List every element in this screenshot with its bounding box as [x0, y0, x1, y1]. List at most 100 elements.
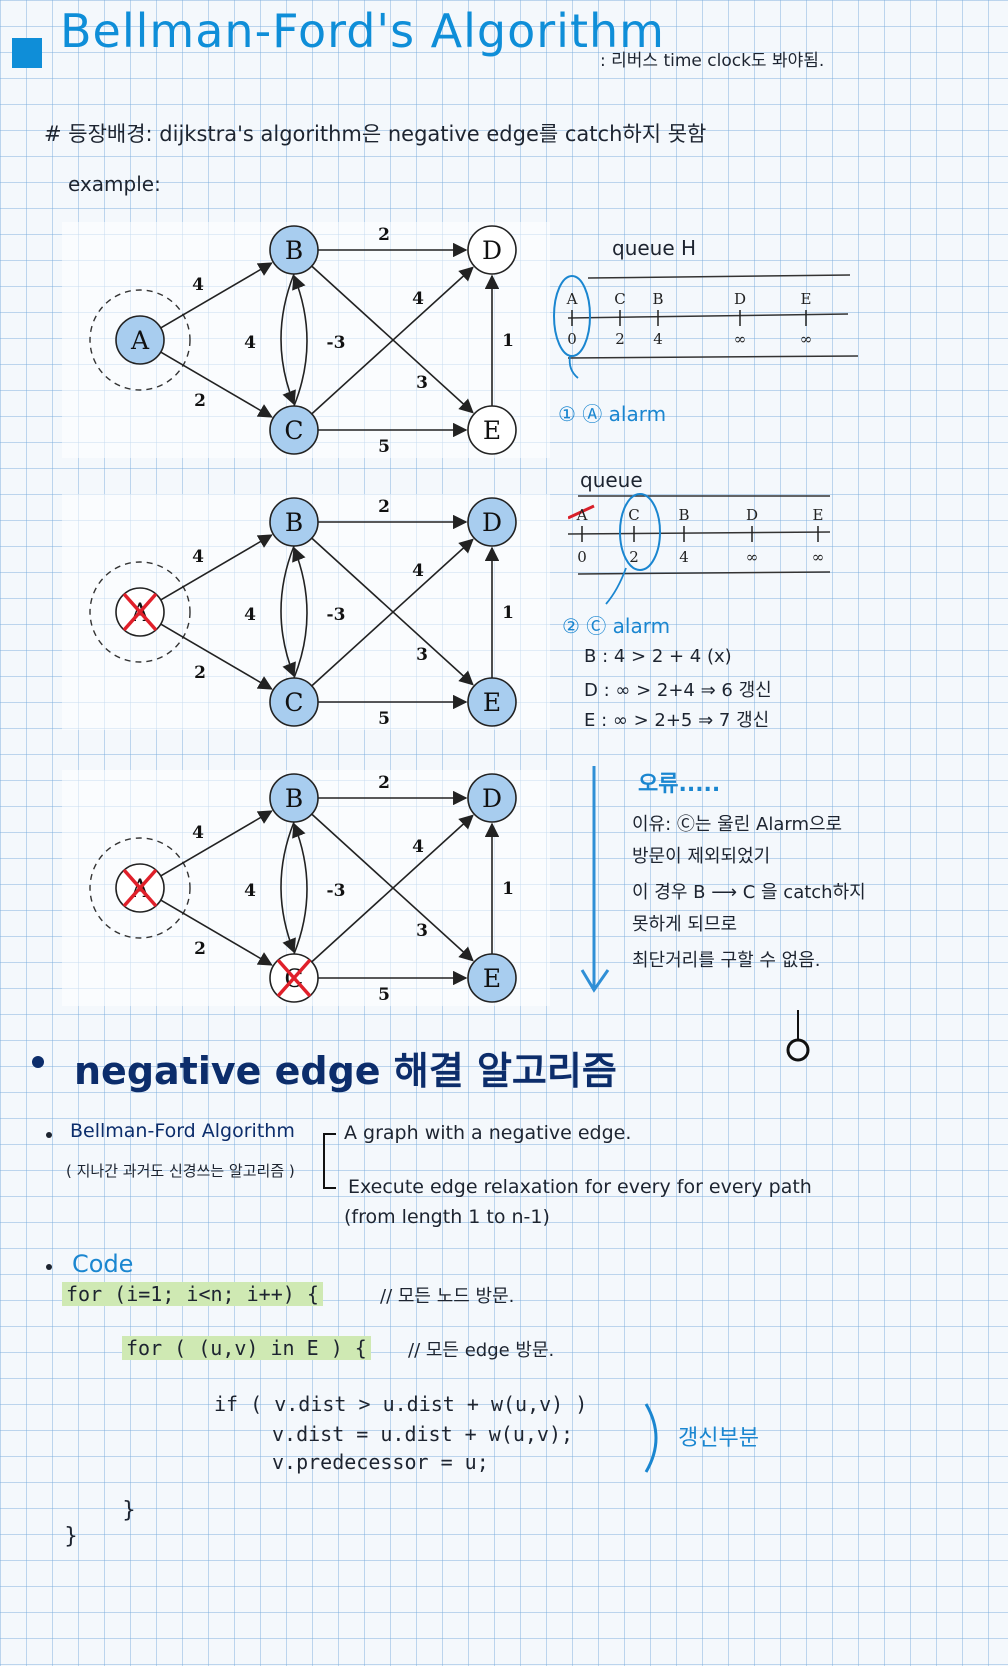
graph-node-C: [269, 677, 319, 727]
error-line-3: 이 경우 B ⟶ C 을 catch하지: [632, 882, 866, 903]
weight-be: 3: [416, 921, 428, 941]
weight-bc: 4: [244, 605, 256, 625]
weight-bd: 2: [378, 497, 390, 517]
graph-edge-CD: [311, 266, 474, 415]
update-bracket: [644, 1403, 658, 1473]
graph-node-B: [269, 497, 319, 547]
page-title: Bellman-Ford's Algorithm: [60, 4, 665, 58]
graph-node-D: [467, 225, 517, 275]
graph-node-B: [269, 225, 319, 275]
graph-edge-AC: [160, 351, 273, 418]
queue-label-B: B: [652, 290, 663, 308]
bf-bracket: [323, 1133, 336, 1189]
graph-node-A: [115, 315, 165, 365]
graph-edge-BE: [311, 537, 474, 686]
weight-ce: 5: [378, 709, 390, 729]
graph-node-label: E: [483, 416, 501, 445]
graph-node-label: B: [285, 236, 303, 265]
graph-edge-BC: [280, 273, 296, 406]
graph-edge-BE: [311, 813, 474, 962]
queue-value: ∞: [734, 330, 747, 348]
queue-label-D: D: [746, 506, 758, 524]
queue2-line-d: D : ∞ > 2+4 ⇒ 6 갱신: [584, 680, 772, 701]
queue-label-B: B: [678, 506, 689, 524]
code-comment-2: // 모든 edge 방문.: [408, 1340, 555, 1361]
queue-label-E: E: [801, 290, 812, 308]
queue-label-C: C: [614, 290, 625, 308]
code-bullet: [46, 1264, 52, 1270]
weight-ab: 4: [192, 275, 204, 295]
weight-ce: 5: [378, 437, 390, 457]
queue-value: 4: [653, 330, 663, 348]
title-square-icon: [12, 38, 42, 68]
queue-value: 0: [567, 330, 577, 348]
dashed-ring: [89, 561, 191, 663]
queue-label-E: E: [813, 506, 824, 524]
queue-label-A: A: [576, 506, 588, 524]
queue2-line-e: E : ∞ > 2+5 ⇒ 7 갱신: [584, 710, 770, 731]
graph-edge-AB: [160, 262, 273, 329]
code-line-3: if ( v.dist > u.dist + w(u,v) ): [214, 1392, 588, 1416]
queue-value: ∞: [812, 548, 825, 566]
dashed-ring: [89, 289, 191, 391]
graph-node-label: D: [482, 784, 502, 813]
queue-value: ∞: [746, 548, 759, 566]
code-line-4: v.dist = u.dist + w(u,v);: [272, 1422, 574, 1446]
weight-cb: -3: [327, 881, 346, 901]
weight-ac: 2: [194, 939, 206, 959]
graph-edge-AB: [160, 810, 273, 877]
error-line-4: 못하게 되므로: [632, 914, 738, 935]
bf-line-1: A graph with a negative edge.: [344, 1122, 632, 1144]
bf-sub: ( 지나간 과거도 신경쓰는 알고리즘 ): [66, 1162, 295, 1180]
weight-cd: 4: [412, 837, 424, 857]
graph-node-label: C: [284, 416, 303, 445]
queue-value: 2: [629, 548, 639, 566]
queue1-step: ① Ⓐ alarm: [558, 402, 667, 426]
graph-node-C: [269, 405, 319, 455]
code-label: Code: [72, 1250, 134, 1278]
code-comment-1: // 모든 노드 방문.: [380, 1286, 515, 1307]
code-line-2: for ( (u,v) in E ) {: [122, 1336, 371, 1360]
graph-edge-BE: [311, 265, 474, 414]
weight-ac: 2: [194, 391, 206, 411]
weight-cd: 4: [412, 561, 424, 581]
error-line-2: 방문이 제외되었기: [632, 846, 771, 867]
graph-node-label: E: [483, 964, 501, 993]
cross-mark: [122, 868, 158, 908]
weight-ed: 1: [502, 603, 514, 623]
weight-bd: 2: [378, 773, 390, 793]
queue-value: ∞: [800, 330, 813, 348]
graph-edge-AC: [160, 623, 273, 690]
graph-node-D: [467, 497, 517, 547]
graph-node-E: [467, 953, 517, 1003]
graph-edge-BC: [280, 821, 296, 954]
weight-be: 3: [416, 645, 428, 665]
example-label: example:: [68, 172, 161, 196]
weight-ab: 4: [192, 823, 204, 843]
graph-edge-AB: [160, 534, 273, 601]
cross-mark: [122, 592, 158, 632]
graph-node-E: [467, 677, 517, 727]
section-bullet: [32, 1056, 44, 1068]
queue1-title: queue H: [612, 236, 697, 260]
graph-node-label: D: [482, 236, 502, 265]
graph-node-label: E: [483, 688, 501, 717]
queue-label-C: C: [628, 506, 639, 524]
queue2-step: ② Ⓒ alarm: [562, 614, 671, 638]
queue-value: 0: [577, 548, 587, 566]
intro-line: # 등장배경: dijkstra's algorithm은 negative e…: [44, 122, 707, 146]
code-line-1: for (i=1; i<n; i++) {: [62, 1282, 323, 1306]
graph-node-D: [467, 773, 517, 823]
graph-node-label: B: [285, 784, 303, 813]
queue-label-A: A: [566, 290, 578, 308]
graph-edge-CB: [292, 822, 308, 955]
graph-figures: 42254-3431ABCDE42254-3431ABCDE42254-3431…: [62, 222, 550, 1006]
section-title: negative edge 해결 알고리즘: [74, 1049, 617, 1093]
queue-label-D: D: [734, 290, 746, 308]
error-title: 오류.....: [638, 772, 721, 797]
weight-bc: 4: [244, 881, 256, 901]
title-note: : 리버스 time clock도 봐야됨.: [600, 51, 825, 71]
